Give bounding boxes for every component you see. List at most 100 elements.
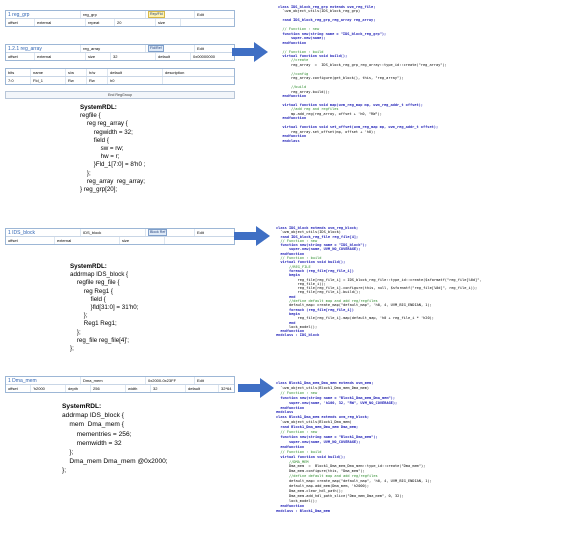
dma-mem-range: 0x2000-0x23FF bbox=[146, 377, 195, 384]
code-line: reg_file[reg_file_i].build(); bbox=[276, 290, 361, 295]
rdl-line: field { bbox=[80, 136, 109, 144]
reg-array-default-label: default bbox=[156, 53, 191, 60]
code-line: class IDS_block extends uvm_reg_block; bbox=[276, 226, 359, 230]
code-line: super.new(name, 'h100, 32, "RW", UVM_NO_… bbox=[276, 400, 398, 405]
code-line: //create bbox=[278, 58, 309, 63]
rdl-line: SystemRDL: bbox=[70, 263, 107, 270]
reg-array-title: 1.2.1 reg_array bbox=[6, 45, 81, 52]
ids-block-table: 1 IDS_block IDS_block Block Ref Edit off… bbox=[5, 228, 235, 245]
field-sw: Rw bbox=[66, 77, 87, 84]
dma-mem-title: 1 Dma_mem bbox=[6, 377, 81, 384]
rdl-line: reg Reg1 { bbox=[70, 287, 113, 295]
code-block-1: class IDS_block_reg_grp extends uvm_reg_… bbox=[278, 5, 447, 143]
code-line: endclass bbox=[278, 138, 300, 143]
reg-array-offset-label: offset bbox=[6, 53, 35, 60]
code-line: reg_array = IDS_block_reg_grp_reg_array:… bbox=[278, 62, 447, 67]
rdl-line: }; bbox=[70, 345, 74, 353]
rdl-line: SystemRDL: bbox=[62, 403, 102, 410]
code-line: Dma_mem.configure(this, "Dma_mem"); bbox=[276, 469, 365, 474]
field-hw: Rw bbox=[87, 77, 108, 84]
dma-mem-props-row: offset 'h2000 depth 256 width 32 default… bbox=[6, 385, 234, 392]
fields-header-row: bits name s/w h/w default description bbox=[6, 69, 234, 77]
code-line: //DMA_MEM bbox=[276, 459, 309, 464]
rdl-line: Dma_mem Dma_mem @0x2000; bbox=[62, 458, 168, 466]
rdl-line: }; bbox=[70, 312, 88, 320]
code-line: `uvm_object_utils(IDS_block) bbox=[276, 230, 341, 235]
rdl-line: mementries = 256; bbox=[62, 430, 132, 438]
field-bits: 7:0 bbox=[6, 77, 31, 84]
code-line: function new(string name = "Block1_Dma_m… bbox=[276, 434, 378, 439]
code-line: //build bbox=[278, 85, 307, 90]
code-line: virtual function void build(); bbox=[276, 260, 346, 265]
code-line: super.new(name, UVM_NO_COVERAGE); bbox=[276, 439, 361, 444]
reg-grp-title: 1 reg_grp bbox=[6, 11, 81, 18]
fields-header-bits: bits bbox=[6, 69, 31, 76]
rdl-line: Reg1 Reg1; bbox=[70, 320, 117, 328]
rdl-line: reg_file reg_file[4]'; bbox=[70, 336, 129, 344]
reg-array-name: reg_array bbox=[81, 45, 146, 52]
code-line: class Block1_Dma_mem extends uvm_reg_blo… bbox=[276, 415, 370, 420]
code-line: lock_model(); bbox=[276, 324, 318, 329]
code-line: rand IDS_block_reg_file reg_file[4]; bbox=[276, 234, 359, 239]
code-line: virtual function void set_offset(uvm_reg… bbox=[278, 125, 439, 130]
reg-array-fields-table: bits name s/w h/w default description 7:… bbox=[5, 68, 235, 85]
ids-block-edit-link[interactable]: Edit bbox=[197, 230, 204, 235]
code-line: class Block1_Dma_mem_Dma_mem extends uvm… bbox=[276, 381, 374, 385]
reg-array-table: 1.2.1 reg_array reg_array Fld/Ref Edit o… bbox=[5, 44, 235, 61]
rdl-block-1: SystemRDL:regfile { reg reg_array { regw… bbox=[80, 104, 145, 194]
reg-array-badge[interactable]: Fld/Ref bbox=[148, 45, 164, 52]
fields-header-name: name bbox=[31, 69, 66, 76]
code-line: // Function : build bbox=[278, 49, 324, 54]
code-line: //add reg and regfiles bbox=[278, 107, 339, 112]
code-line: default_map= create_map("default_map", '… bbox=[276, 479, 432, 484]
rdl-line: mem Dma_mem { bbox=[62, 421, 124, 429]
ids-block-size-value bbox=[165, 237, 234, 244]
code-line: endfunction bbox=[276, 329, 305, 334]
dma-mem-name: Dma_mem bbox=[81, 377, 146, 384]
arrow-right-icon bbox=[232, 42, 268, 62]
reg-array-edit-link[interactable]: Edit bbox=[197, 46, 204, 51]
rdl-line: addrmap IDS_block { bbox=[70, 271, 129, 279]
reg-grp-name: reg_grp bbox=[81, 11, 146, 18]
code-line: endfunction bbox=[276, 444, 305, 449]
ids-block-offset-label: offset bbox=[6, 237, 55, 244]
dma-mem-width-label: width bbox=[126, 385, 151, 392]
fields-data-row: 7:0 Fld_1 Rw Rw h0 bbox=[6, 77, 234, 84]
code-line: begin bbox=[276, 311, 300, 316]
reg-grp-size-value bbox=[181, 19, 234, 26]
code-line: virtual function void build(); bbox=[278, 53, 348, 58]
field-description bbox=[163, 77, 234, 84]
code-line: endfunction bbox=[278, 40, 307, 45]
code-line: //REG_FILE bbox=[276, 264, 311, 269]
code-line: virtual function void build(); bbox=[276, 454, 346, 459]
code-line: reg_file[reg_file_i].configure(this, nul… bbox=[276, 286, 478, 291]
reg-grp-edit-link[interactable]: Edit bbox=[197, 12, 204, 17]
rdl-line: }fld[31:0] = 31'h0; bbox=[70, 304, 139, 312]
reg-array-external-label: external bbox=[35, 53, 86, 60]
code-line: lock_model(); bbox=[276, 498, 318, 503]
arrow-right-icon bbox=[234, 226, 270, 246]
rdl-block-3: SystemRDL:addrmap IDS_block { mem Dma_me… bbox=[62, 402, 168, 476]
rdl-line: } reg_grp[20]; bbox=[80, 186, 118, 194]
dma-mem-edit-link[interactable]: Edit bbox=[197, 378, 204, 383]
ids-block-badge[interactable]: Block Ref bbox=[148, 229, 168, 236]
reg-grp-offset-label: offset bbox=[6, 19, 35, 26]
reg-grp-repeat-value: 20 bbox=[115, 19, 156, 26]
code-line: endclass : IDS_block bbox=[276, 333, 320, 338]
fields-header-sw: s/w bbox=[66, 69, 87, 76]
code-line: reg_array.build(); bbox=[278, 89, 330, 94]
fields-header-default: default bbox=[108, 69, 163, 76]
code-line: reg_file[reg_file_i].map(default_map, 'h… bbox=[276, 316, 434, 321]
code-line: end bbox=[276, 320, 296, 325]
code-line: `uvm_object_utils(Block1_Dma_mem_Dma_mem… bbox=[276, 385, 370, 390]
dma-mem-depth-label: depth bbox=[66, 385, 91, 392]
code-line: default_map.add_mem(Dma_mem, 'h2000); bbox=[276, 484, 370, 489]
code-line: endfunction bbox=[278, 116, 307, 121]
code-line: endfunction bbox=[276, 251, 305, 256]
field-default: h0 bbox=[108, 77, 163, 84]
code-line: endclass : Block1_Dma_mem bbox=[276, 508, 331, 513]
code-line: rand IDS_block_reg_grp_reg_array reg_arr… bbox=[278, 18, 376, 23]
reg-grp-badge[interactable]: Rep/Fld bbox=[148, 11, 165, 18]
rdl-line: }; bbox=[70, 328, 81, 336]
code-line: endfunction bbox=[278, 134, 307, 139]
